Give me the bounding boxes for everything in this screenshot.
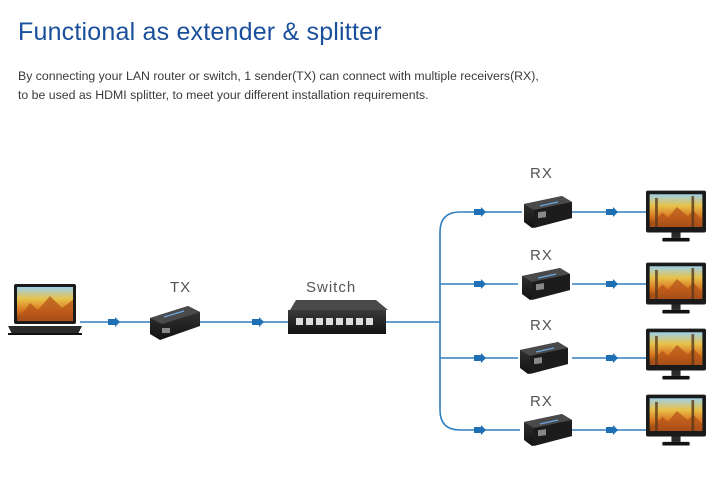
arrow-icon <box>606 207 618 217</box>
description: By connecting your LAN router or switch,… <box>18 67 539 105</box>
rx-label: RX <box>530 247 553 264</box>
description-line-1: By connecting your LAN router or switch,… <box>18 69 539 83</box>
monitor-icon <box>646 394 706 446</box>
arrow-icon <box>606 353 618 363</box>
monitor-icon <box>646 262 706 314</box>
rx-receiver-icon <box>523 196 572 229</box>
arrow-icon <box>606 279 618 289</box>
monitor-icon <box>646 328 706 380</box>
arrow-icon <box>108 317 120 327</box>
rx-label: RX <box>530 165 553 182</box>
switch-label: Switch <box>306 279 357 296</box>
arrow-icon <box>474 425 486 435</box>
arrow-icon <box>252 317 264 327</box>
rx-receiver-icon <box>519 342 568 375</box>
laptop-icon <box>8 284 82 335</box>
arrow-icon <box>474 353 486 363</box>
arrow-icon <box>474 279 486 289</box>
rx-receiver-icon <box>521 268 570 301</box>
tx-label: TX <box>170 279 192 296</box>
rx-label: RX <box>530 317 553 334</box>
arrow-icon <box>606 425 618 435</box>
description-line-2: to be used as HDMI splitter, to meet you… <box>18 88 429 102</box>
arrow-icon <box>474 207 486 217</box>
switch-icon <box>288 300 388 334</box>
page-title: Functional as extender & splitter <box>18 18 382 46</box>
monitor-icon <box>646 190 706 242</box>
rx-receiver-icon <box>523 414 572 447</box>
tx-sender-icon <box>150 306 200 340</box>
rx-label: RX <box>530 393 553 410</box>
